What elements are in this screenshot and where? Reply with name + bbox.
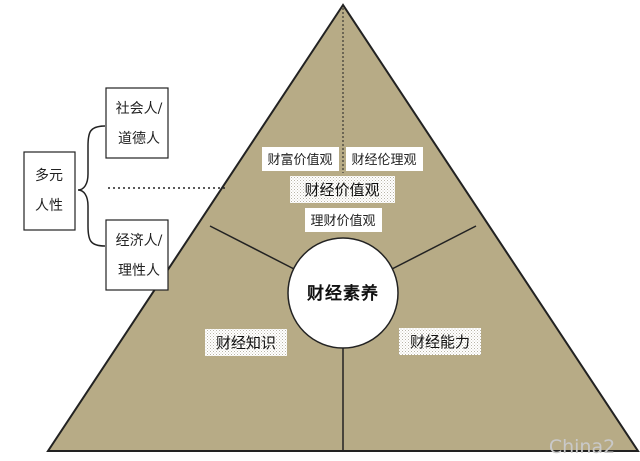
lower-label-line1: 经济人/ (116, 233, 163, 249)
ability-label: 财经能力 (410, 333, 470, 351)
values-main-label: 财经价值观 (304, 181, 379, 199)
divider-right (389, 225, 477, 271)
ability-box (399, 328, 481, 355)
root-box (23, 151, 76, 231)
divider-left (209, 225, 297, 271)
watermark: China2 (549, 436, 615, 458)
root-label-line1: 多元 (35, 167, 63, 184)
root-label-line2: 人性 (35, 198, 63, 214)
center-label: 财经素养 (306, 283, 379, 304)
knowledge-label: 财经知识 (216, 334, 276, 352)
center-circle (287, 237, 399, 349)
values-left-label: 财富价值观 (267, 152, 332, 168)
values-bottom-box (305, 208, 382, 232)
values-right-label: 财经伦理观 (351, 153, 416, 168)
upper-box (105, 87, 169, 159)
knowledge-box (205, 329, 287, 356)
lower-box (105, 219, 169, 291)
values-main-box (290, 176, 395, 203)
upper-label-line1: 社会人/ (116, 101, 163, 117)
values-right-box (346, 147, 423, 171)
lower-label-line2: 理性人 (118, 263, 160, 279)
values-left-box (262, 147, 339, 171)
left-bracket (77, 125, 106, 247)
upper-label-line2: 道德人 (118, 131, 160, 147)
values-bottom-label: 理财价值观 (310, 213, 375, 229)
